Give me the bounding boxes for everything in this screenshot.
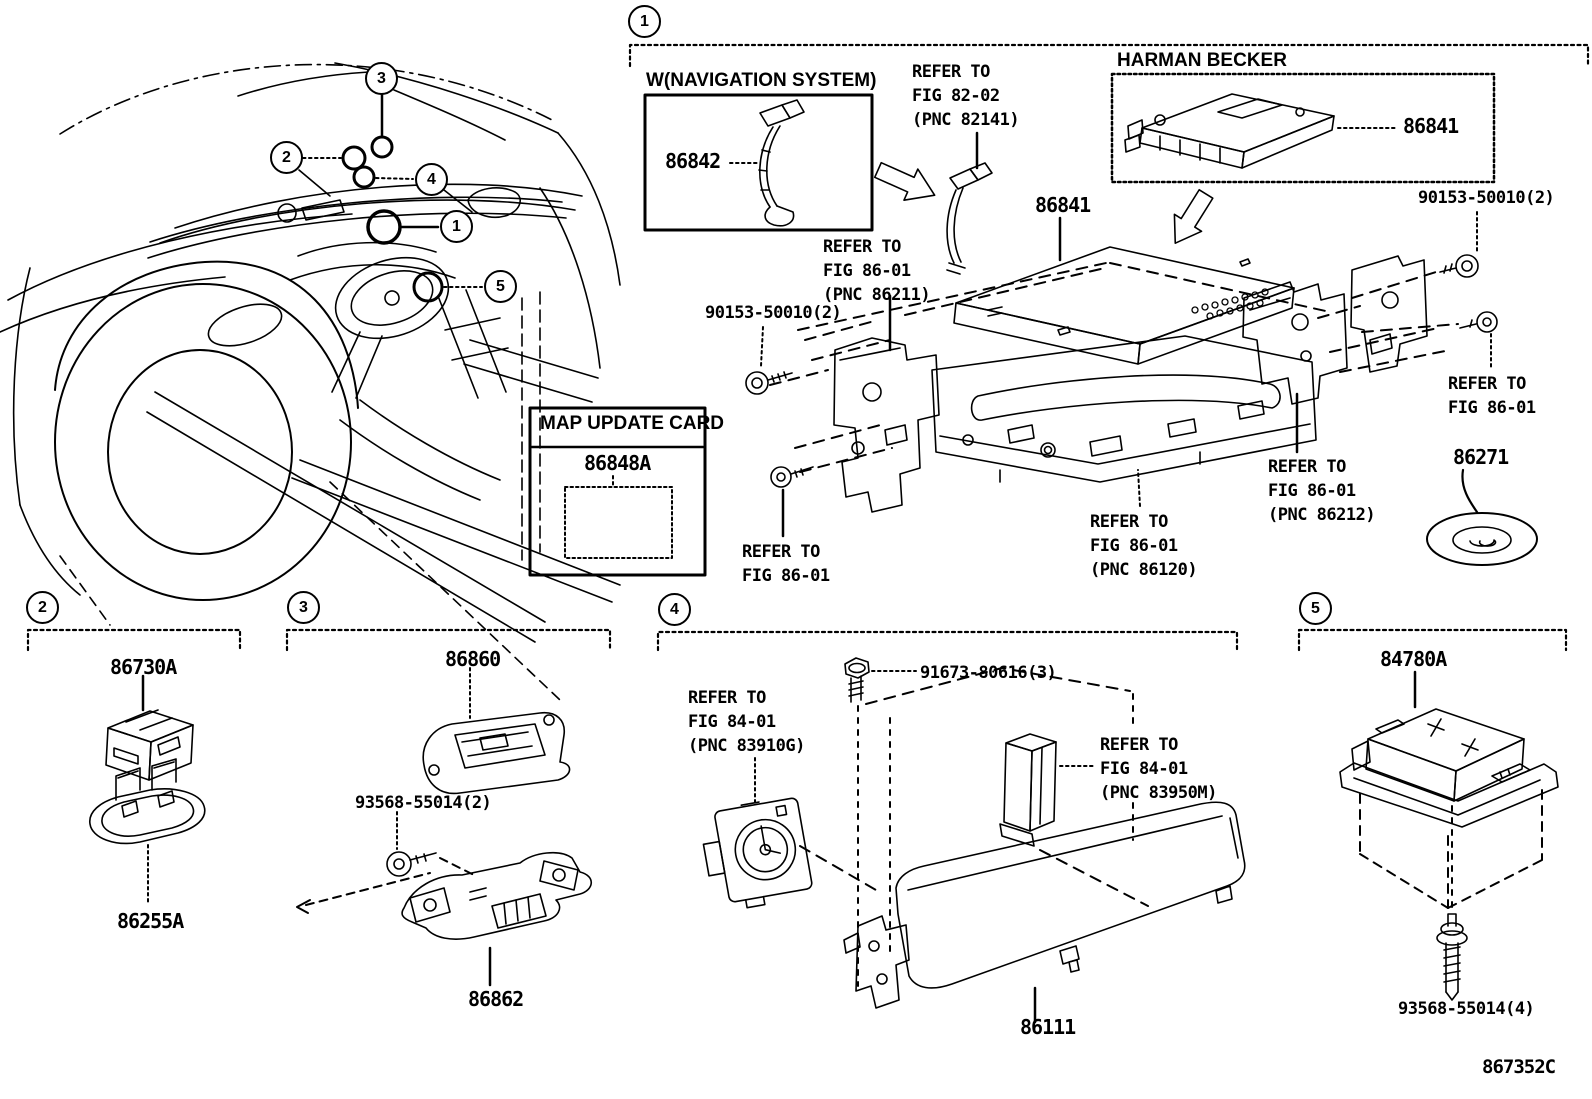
part-86255a-drawing [89, 758, 206, 903]
note-pnc83910g: REFER TO FIG 84-01 (PNC 83910G) [688, 688, 805, 756]
note-pnc86120: REFER TO FIG 86-01 (PNC 86120) [1090, 512, 1198, 580]
nav-system-box [643, 93, 874, 232]
screw-93568-2-drawing [296, 811, 477, 914]
section-5-callout[interactable]: 5 [1299, 592, 1332, 625]
vehicle-sketch [0, 62, 621, 701]
callout-1-sketch[interactable]: 1 [440, 210, 473, 243]
part-number-86862[interactable]: 86862 [468, 987, 524, 1011]
section-3-callout[interactable]: 3 [287, 591, 320, 624]
screw-90153-left-label[interactable]: 90153-50010(2) [705, 303, 842, 323]
bolt-91673-label[interactable]: 91673-80616(3) [920, 663, 1057, 683]
radio-assembly [769, 255, 1459, 513]
part-number-86111[interactable]: 86111 [1020, 1015, 1076, 1039]
part-number-86841-harman[interactable]: 86841 [1403, 114, 1459, 138]
part-number-86841[interactable]: 86841 [1035, 193, 1091, 217]
nav-box-title: W(NAVIGATION SYSTEM) [646, 70, 877, 91]
section-2-callout[interactable]: 2 [26, 591, 59, 624]
part-86860-drawing [422, 667, 571, 795]
section-brackets [26, 43, 1590, 652]
part-number-86860[interactable]: 86860 [445, 647, 501, 671]
note-pnc86211: REFER TO FIG 86-01 (PNC 86211) [823, 237, 931, 305]
callout-markers [298, 91, 483, 303]
arrow-down-icon [1173, 188, 1214, 244]
map-update-card-box [528, 406, 707, 577]
note-fig86-01-right: REFER TO FIG 86-01 [1448, 374, 1536, 418]
receiver-86841 [953, 216, 1295, 365]
note-fig86-01-left: REFER TO FIG 86-01 [742, 542, 830, 586]
section-1-callout[interactable]: 1 [628, 5, 661, 38]
screw-90153-left [745, 326, 814, 538]
screw-93568-4-label[interactable]: 93568-55014(4) [1398, 999, 1535, 1019]
harman-title: HARMAN BECKER [1117, 50, 1287, 71]
part-number-86848a[interactable]: 86848A [584, 451, 651, 475]
disc-86271 [1426, 468, 1538, 566]
part-84780a-drawing [1339, 670, 1559, 913]
callout-3-sketch[interactable]: 3 [365, 62, 398, 95]
leader-lines-s1 [888, 294, 1299, 507]
callout-2-sketch[interactable]: 2 [270, 141, 303, 174]
part-number-86271[interactable]: 86271 [1453, 445, 1509, 469]
note-pnc86212: REFER TO FIG 86-01 (PNC 86212) [1268, 457, 1376, 525]
callout-4-sketch[interactable]: 4 [415, 163, 448, 196]
part-83950m-drawing [999, 693, 1149, 907]
part-number-86842[interactable]: 86842 [665, 149, 721, 173]
display-86111-drawing [843, 801, 1246, 1024]
note-pnc83950m: REFER TO FIG 84-01 (PNC 83950M) [1100, 735, 1217, 803]
section-4-callout[interactable]: 4 [658, 593, 691, 626]
harman-becker-box [1110, 72, 1496, 184]
figure-code: 867352C [1482, 1056, 1556, 1078]
part-number-86255a[interactable]: 86255A [117, 909, 184, 933]
note-fig82-02: REFER TO FIG 82-02 (PNC 82141) [912, 62, 1020, 130]
part-86862-drawing [401, 851, 593, 987]
callout-5-sketch[interactable]: 5 [484, 270, 517, 303]
part-86730a-drawing [105, 674, 194, 781]
part-number-84780a[interactable]: 84780A [1380, 647, 1447, 671]
arrow-right-icon [873, 161, 936, 201]
map-card-title: MAP UPDATE CARD [540, 413, 725, 434]
cable-82141 [946, 131, 993, 275]
screw-90153-right [1439, 211, 1498, 370]
screw-93568-4-drawing [1436, 913, 1468, 1001]
screw-90153-right-label[interactable]: 90153-50010(2) [1418, 188, 1555, 208]
part-83910g-drawing [702, 757, 813, 909]
screw-93568-2-label[interactable]: 93568-55014(2) [355, 793, 492, 813]
part-number-86730a[interactable]: 86730A [110, 655, 177, 679]
